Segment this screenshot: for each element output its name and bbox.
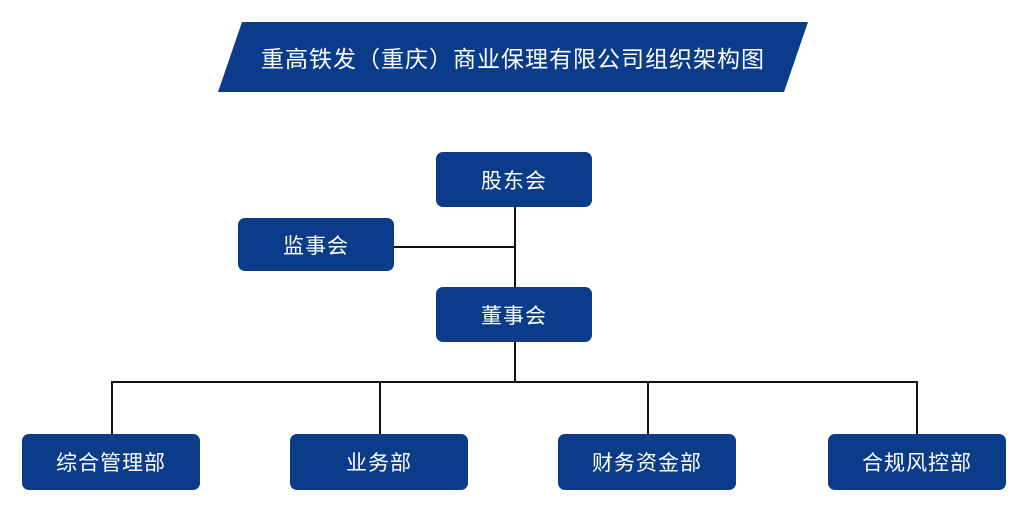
node-shareholders-meeting[interactable]: 股东会 — [436, 152, 592, 207]
node-department-1[interactable]: 业务部 — [290, 434, 468, 490]
chart-title-text: 重高铁发（重庆）商业保理有限公司组织架构图 — [261, 46, 765, 72]
connector-supervisors-to-trunk — [394, 246, 515, 248]
node-department-2-label: 财务资金部 — [592, 452, 702, 475]
connector-department-bus — [111, 381, 918, 383]
connector-drop-department-1 — [379, 381, 381, 435]
connector-drop-department-0 — [111, 381, 113, 435]
connector-directors-to-bus — [514, 341, 516, 383]
connector-shareholders-to-directors — [514, 206, 516, 288]
node-shareholders-meeting-label: 股东会 — [481, 169, 547, 193]
node-board-of-directors-label: 董事会 — [481, 304, 547, 328]
node-department-0[interactable]: 综合管理部 — [22, 434, 200, 490]
node-board-of-directors[interactable]: 董事会 — [436, 287, 592, 342]
node-department-0-label: 综合管理部 — [56, 452, 166, 475]
node-board-of-supervisors[interactable]: 监事会 — [238, 218, 394, 271]
node-department-2[interactable]: 财务资金部 — [558, 434, 736, 490]
banner-parallelogram-shape — [218, 22, 808, 92]
node-department-3[interactable]: 合规风控部 — [828, 434, 1006, 490]
chart-title-banner: 重高铁发（重庆）商业保理有限公司组织架构图 — [218, 22, 808, 92]
node-department-3-label: 合规风控部 — [862, 452, 972, 475]
node-department-1-label: 业务部 — [346, 452, 412, 475]
node-board-of-supervisors-label: 监事会 — [283, 234, 349, 258]
connector-drop-department-2 — [647, 381, 649, 435]
connector-drop-department-3 — [916, 381, 918, 435]
